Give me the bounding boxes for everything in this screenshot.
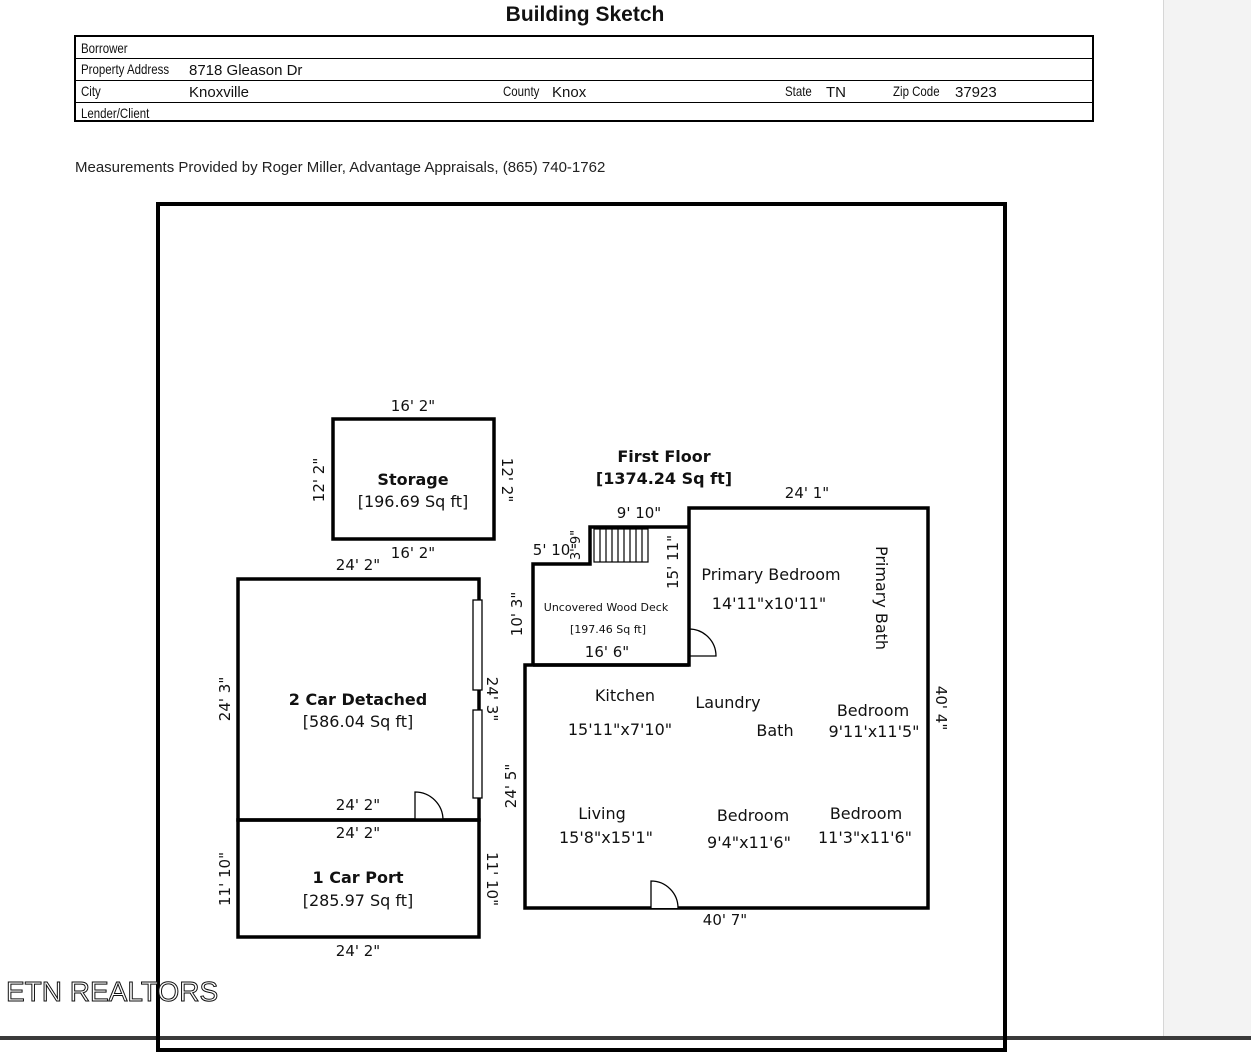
- carport-area: [285.97 Sq ft]: [303, 891, 414, 910]
- property-address-label: Property Address: [81, 61, 170, 77]
- property-info-table: Borrower Property Address 8718 Gleason D…: [74, 35, 1094, 122]
- garage-dim-left: 24' 3": [216, 677, 234, 721]
- bedroom-c-size: 11'3"x11'6": [818, 828, 912, 847]
- storage-dim-top: 16' 2": [391, 397, 435, 415]
- zip-label: Zip Code: [893, 83, 940, 99]
- storage-label: Storage: [377, 470, 448, 489]
- deck-area: [197.46 Sq ft]: [570, 623, 646, 636]
- first-floor-dim-left: 24' 5": [502, 764, 520, 808]
- stair-dim-side: 15' 11": [664, 535, 682, 589]
- primary-bedroom-label: Primary Bedroom: [701, 565, 840, 584]
- right-gutter: [1163, 0, 1251, 1040]
- front-door-swing: [650, 880, 679, 909]
- first-floor-area: [1374.24 Sq ft]: [596, 469, 732, 488]
- address-row: Property Address 8718 Gleason Dr: [76, 59, 1092, 81]
- primary-bedroom-size: 14'11"x10'11": [712, 594, 826, 613]
- bedroom-a-label: Bedroom: [837, 701, 909, 720]
- garage-area: [586.04 Sq ft]: [303, 712, 414, 731]
- property-address-value: 8718 Gleason Dr: [189, 62, 303, 79]
- stair-icon: [593, 528, 649, 563]
- bedroom-a-size: 9'11'x11'5": [828, 722, 919, 741]
- lender-label: Lender/Client: [81, 105, 150, 121]
- carport-dim-left: 11' 10": [216, 852, 234, 906]
- storage-dim-bottom: 16' 2": [391, 544, 435, 562]
- deck-door-swing: [688, 628, 717, 657]
- carport-label: 1 Car Port: [313, 868, 404, 887]
- carport-dim-right: 11' 10": [483, 852, 501, 906]
- state-label: State: [785, 83, 812, 99]
- first-floor-label: First Floor: [617, 447, 710, 466]
- kitchen-size: 15'11"x7'10": [568, 720, 672, 739]
- bath-label: Bath: [756, 721, 793, 740]
- deck-outline: [531, 525, 689, 665]
- primary-bath-label: Primary Bath: [872, 546, 891, 650]
- kitchen-label: Kitchen: [595, 686, 655, 705]
- deck-dim-bottom: 16' 6": [585, 643, 629, 661]
- city-label: City: [81, 83, 101, 99]
- bedroom-b-label: Bedroom: [717, 806, 789, 825]
- borrower-row: Borrower: [76, 37, 1092, 59]
- bottom-edge: [0, 1036, 1251, 1040]
- laundry-label: Laundry: [695, 693, 760, 712]
- garage-dim-bottom: 24' 2": [336, 796, 380, 814]
- measurement-credit: Measurements Provided by Roger Miller, A…: [75, 159, 606, 176]
- bedroom-b-size: 9'4"x11'6": [707, 833, 791, 852]
- carport-dim-top: 24' 2": [336, 824, 380, 842]
- garage-window-upper: [472, 599, 483, 691]
- first-floor-dim-bottom: 40' 7": [703, 911, 747, 929]
- garage-dim-top: 24' 2": [336, 556, 380, 574]
- storage-dim-left: 12' 2": [310, 458, 328, 502]
- living-label: Living: [578, 804, 626, 823]
- lender-row: Lender/Client: [76, 103, 1092, 122]
- stair-dim-top: 9' 10": [617, 504, 661, 522]
- storage-area: [196.69 Sq ft]: [358, 492, 469, 511]
- bedroom-c-label: Bedroom: [830, 804, 902, 823]
- living-size: 15'8"x15'1": [559, 828, 653, 847]
- garage-window-lower: [472, 709, 483, 799]
- deck-dim-top: 5' 10": [533, 541, 577, 559]
- deck-label: Uncovered Wood Deck: [544, 601, 669, 614]
- stair-dim-small: 3' 9": [569, 530, 584, 560]
- page-title: Building Sketch: [505, 3, 665, 26]
- storage-dim-right: 12' 2": [498, 458, 516, 502]
- county-value: Knox: [552, 84, 587, 101]
- county-label: County: [503, 83, 540, 99]
- first-floor-dim-right: 40' 4": [932, 686, 950, 730]
- first-floor-dim-top: 24' 1": [785, 484, 829, 502]
- carport-outline: [236, 818, 481, 939]
- garage-dim-right: 24' 3": [483, 677, 501, 721]
- zip-value: 37923: [955, 84, 997, 101]
- deck-dim-left: 10' 3": [508, 592, 526, 636]
- garage-door-swing: [414, 791, 444, 821]
- carport-dim-bottom: 24' 2": [336, 942, 380, 960]
- watermark: ETN REALTORS: [5, 976, 219, 1008]
- first-floor-outline: [523, 506, 930, 910]
- garage-label: 2 Car Detached: [289, 690, 427, 709]
- state-value: TN: [826, 84, 846, 101]
- storage-outline: [331, 417, 496, 541]
- city-value: Knoxville: [189, 84, 250, 101]
- city-row: City Knoxville County Knox State TN Zip …: [76, 81, 1092, 103]
- borrower-label: Borrower: [81, 40, 128, 56]
